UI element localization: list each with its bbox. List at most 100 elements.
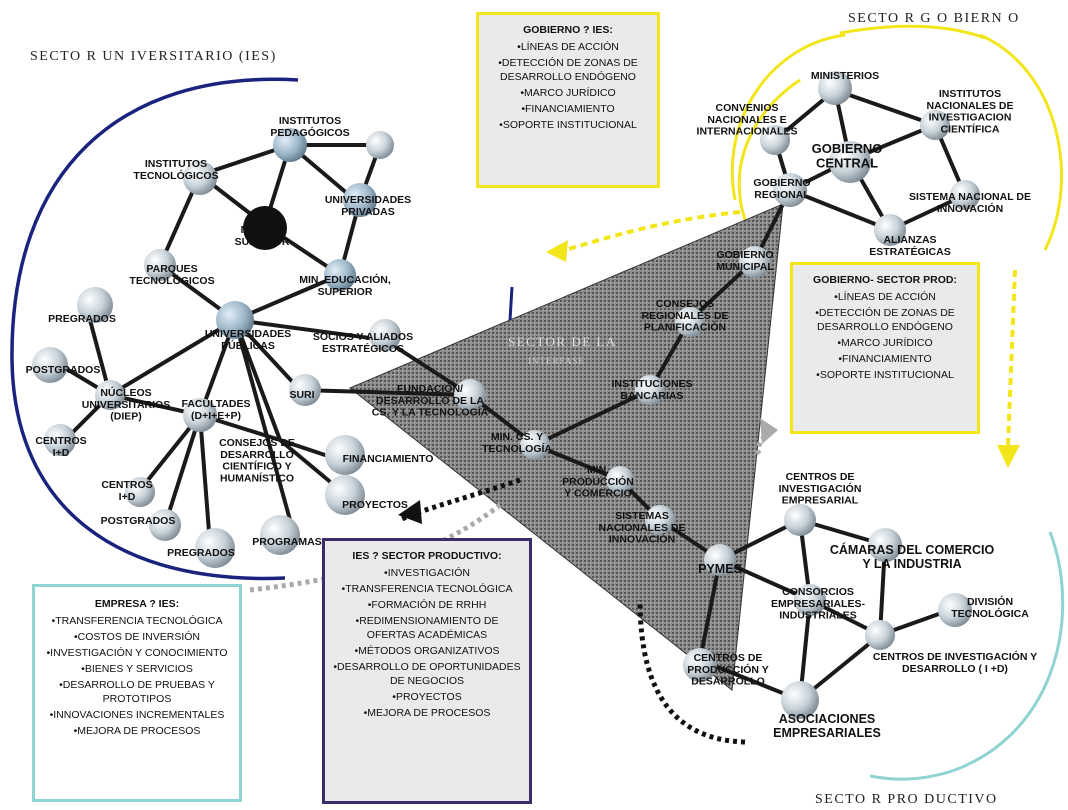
- label-line: EMPRESARIALES: [773, 726, 881, 740]
- node-postgrados-bottom[interactable]: [149, 509, 181, 541]
- label-line: MIN. EDUCACIÓN,: [299, 273, 391, 286]
- government-sector-arc-left: [730, 33, 846, 201]
- node-min-cs-tecnologia[interactable]: [520, 430, 550, 460]
- label-line: CENTROS DE: [786, 471, 855, 483]
- node-postgrados-left[interactable]: [32, 347, 68, 383]
- box-list-item: TRANSFERENCIA TECNOLÓGICA: [331, 582, 523, 596]
- box-list-item: MARCO JURÍDICO: [483, 86, 653, 100]
- node-universidades-publicas[interactable]: [216, 301, 254, 339]
- box-list-item: MÉTODOS ORGANIZATIVOS: [331, 644, 523, 658]
- box-list-item: INVESTIGACIÓN: [331, 566, 523, 580]
- node-spheres: [32, 71, 980, 719]
- box-list-item: SOPORTE INSTITUCIONAL: [797, 368, 973, 382]
- node-universidades-privadas[interactable]: [343, 183, 377, 217]
- arrow-prod-to-gov-head: [760, 418, 778, 444]
- label-line: INSTITUTOS: [939, 88, 1001, 100]
- box-empresa-ies-list: TRANSFERENCIA TECNOLÓGICACOSTOS DE INVER…: [39, 614, 235, 738]
- label-line: PREGRADOS: [48, 313, 116, 325]
- label-line: CIENTÍFICO Y: [222, 460, 291, 473]
- node-centros-id-left[interactable]: [44, 424, 76, 456]
- node-facultades[interactable]: [183, 398, 217, 432]
- node-institutos-nacionales[interactable]: [920, 110, 950, 140]
- node-sistema-nacional[interactable]: [950, 180, 980, 210]
- label-line: PREGRADOS: [167, 547, 235, 559]
- node-small-top[interactable]: [366, 131, 394, 159]
- node-min-produccion[interactable]: [606, 466, 634, 494]
- label-line: Y COMERCIO: [564, 488, 631, 500]
- node-programas[interactable]: [260, 515, 300, 555]
- box-list-item: FORMACIÓN DE RRHH: [331, 598, 523, 612]
- label-line: SOCIOS Y ALIADOS: [313, 331, 413, 343]
- node-gobierno-municipal[interactable]: [739, 246, 771, 278]
- box-list-item: REDIMENSIONAMIENTO DE OFERTAS ACADÉMICAS: [331, 614, 523, 642]
- sector-universitario-title: SECTO R UN IVERSITARIO (IES): [30, 49, 277, 64]
- node-pymes[interactable]: [704, 544, 736, 576]
- node-division-tecnologica[interactable]: [938, 593, 972, 627]
- sector-productivo-title: SECTO R PRO DUCTIVO: [815, 792, 998, 807]
- label-line: PEDAGÓGICOS: [270, 126, 349, 139]
- label-line: CONSEJOS DE: [219, 437, 295, 449]
- label-line: INNOVACIÓN: [937, 202, 1003, 215]
- arrow-gov-to-prod: [1006, 269, 1017, 446]
- node-centros-id-mid[interactable]: [125, 477, 155, 507]
- label-line: NACIONALES DE: [599, 522, 686, 534]
- label-line: DESARROLLO DE LA: [376, 395, 484, 407]
- node-centros-investigacion-empresarial[interactable]: [784, 504, 816, 536]
- node-pregrados-bottom[interactable]: [195, 528, 235, 568]
- node-centros-produccion[interactable]: [683, 648, 717, 682]
- node-proyectos[interactable]: [325, 475, 365, 515]
- node-pregrados-top[interactable]: [77, 287, 113, 323]
- box-list-item: DETECCIÓN DE ZONAS DE DESARROLLO ENDÓGEN…: [483, 56, 653, 84]
- label-line: NÚCLEOS: [100, 386, 151, 399]
- node-socios-aliados[interactable]: [369, 319, 401, 351]
- node-gobierno-central[interactable]: [829, 141, 871, 183]
- label-pymes: PYMES: [698, 562, 742, 576]
- label-line: CÁMARAS DEL COMERCIO: [830, 542, 995, 557]
- box-gobierno-ies: GOBIERNO ? IES: LÍNEAS DE ACCIÓNDETECCIÓ…: [476, 12, 660, 188]
- node-fundacion[interactable]: [454, 379, 486, 411]
- node-sistemas-nacionales[interactable]: [645, 505, 675, 535]
- node-parques-tecnologicos[interactable]: [144, 249, 176, 281]
- node-camaras[interactable]: [868, 528, 902, 562]
- arrow-gov-to-uni: [564, 210, 741, 252]
- label-line: TECNOLÓGICOS: [129, 274, 214, 287]
- node-ministerios[interactable]: [818, 71, 852, 105]
- box-list-item: DESARROLLO DE PRUEBAS Y PROTOTIPOS: [39, 678, 235, 706]
- box-gobierno-prod: GOBIERNO- SECTOR PROD: LÍNEAS DE ACCIÓND…: [790, 262, 980, 434]
- node-min-ac-superior[interactable]: [243, 206, 287, 250]
- university-sector-arc: [10, 77, 299, 581]
- node-centros-id-prod[interactable]: [865, 620, 895, 650]
- node-alianzas[interactable]: [874, 214, 906, 246]
- node-gobierno-regional[interactable]: [773, 173, 807, 207]
- node-institutos-pedagogicos[interactable]: [273, 128, 307, 162]
- node-suri[interactable]: [289, 374, 321, 406]
- box-empresa-ies: EMPRESA ? IES: TRANSFERENCIA TECNOLÓGICA…: [32, 584, 242, 802]
- node-min-educacion[interactable]: [324, 259, 356, 291]
- box-list-item: LÍNEAS DE ACCIÓN: [797, 290, 973, 304]
- label-line: FINANCIAMIENTO: [343, 453, 434, 465]
- node-institutos-tecnologicos[interactable]: [183, 161, 217, 195]
- arrow-gov-to-prod-head: [997, 445, 1020, 468]
- label-line: ESTRATÉGICAS: [869, 245, 950, 258]
- node-consorcios[interactable]: [794, 584, 826, 616]
- label-postgrados-left: POSTGRADOS: [26, 364, 101, 376]
- node-asociaciones[interactable]: [781, 681, 819, 719]
- node-instituciones-bancarias[interactable]: [635, 375, 665, 405]
- label-line: INVESTIGACIÓN: [779, 482, 862, 495]
- label-line: UNIVERSIDADES: [325, 194, 411, 206]
- label-ministerios: MINISTERIOS: [811, 70, 879, 82]
- node-convenios[interactable]: [760, 125, 790, 155]
- label-line: CENTROS DE: [694, 652, 763, 664]
- box-empresa-ies-title: EMPRESA ? IES:: [94, 598, 180, 610]
- label-line: POSTGRADOS: [26, 364, 101, 376]
- node-nucleos[interactable]: [95, 380, 125, 410]
- node-financiamiento[interactable]: [325, 435, 365, 475]
- node-consejos-regionales[interactable]: [675, 307, 705, 337]
